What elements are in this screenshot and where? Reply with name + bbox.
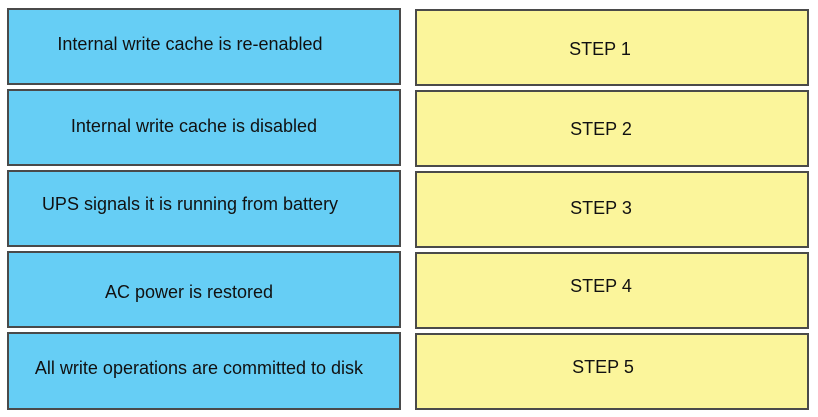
event-column: Internal write cache is re-enabled Inter… — [7, 8, 401, 414]
event-label: Internal write cache is re-enabled — [57, 34, 323, 54]
step-label: STEP 3 — [570, 198, 632, 218]
step-label: STEP 5 — [572, 357, 634, 377]
event-item[interactable]: All write operations are committed to di… — [7, 332, 401, 410]
event-label: UPS signals it is running from battery — [41, 194, 339, 214]
step-label: STEP 2 — [570, 119, 632, 139]
event-label: Internal write cache is disabled — [70, 116, 318, 136]
event-item[interactable]: Internal write cache is disabled — [7, 89, 401, 166]
event-item[interactable]: UPS signals it is running from battery — [7, 170, 401, 247]
step-label: STEP 4 — [570, 276, 632, 296]
step-slot[interactable]: STEP 3 — [415, 171, 809, 248]
event-item[interactable]: Internal write cache is re-enabled — [7, 8, 401, 85]
step-slot[interactable]: STEP 1 — [415, 9, 809, 86]
step-slot[interactable]: STEP 5 — [415, 333, 809, 410]
step-slot[interactable]: STEP 4 — [415, 252, 809, 329]
event-item[interactable]: AC power is restored — [7, 251, 401, 328]
event-label: All write operations are committed to di… — [34, 358, 364, 378]
event-label: AC power is restored — [104, 282, 274, 302]
step-column: STEP 1 STEP 2 STEP 3 STEP 4 STEP 5 — [415, 9, 809, 414]
step-slot[interactable]: STEP 2 — [415, 90, 809, 167]
step-label: STEP 1 — [569, 39, 631, 59]
